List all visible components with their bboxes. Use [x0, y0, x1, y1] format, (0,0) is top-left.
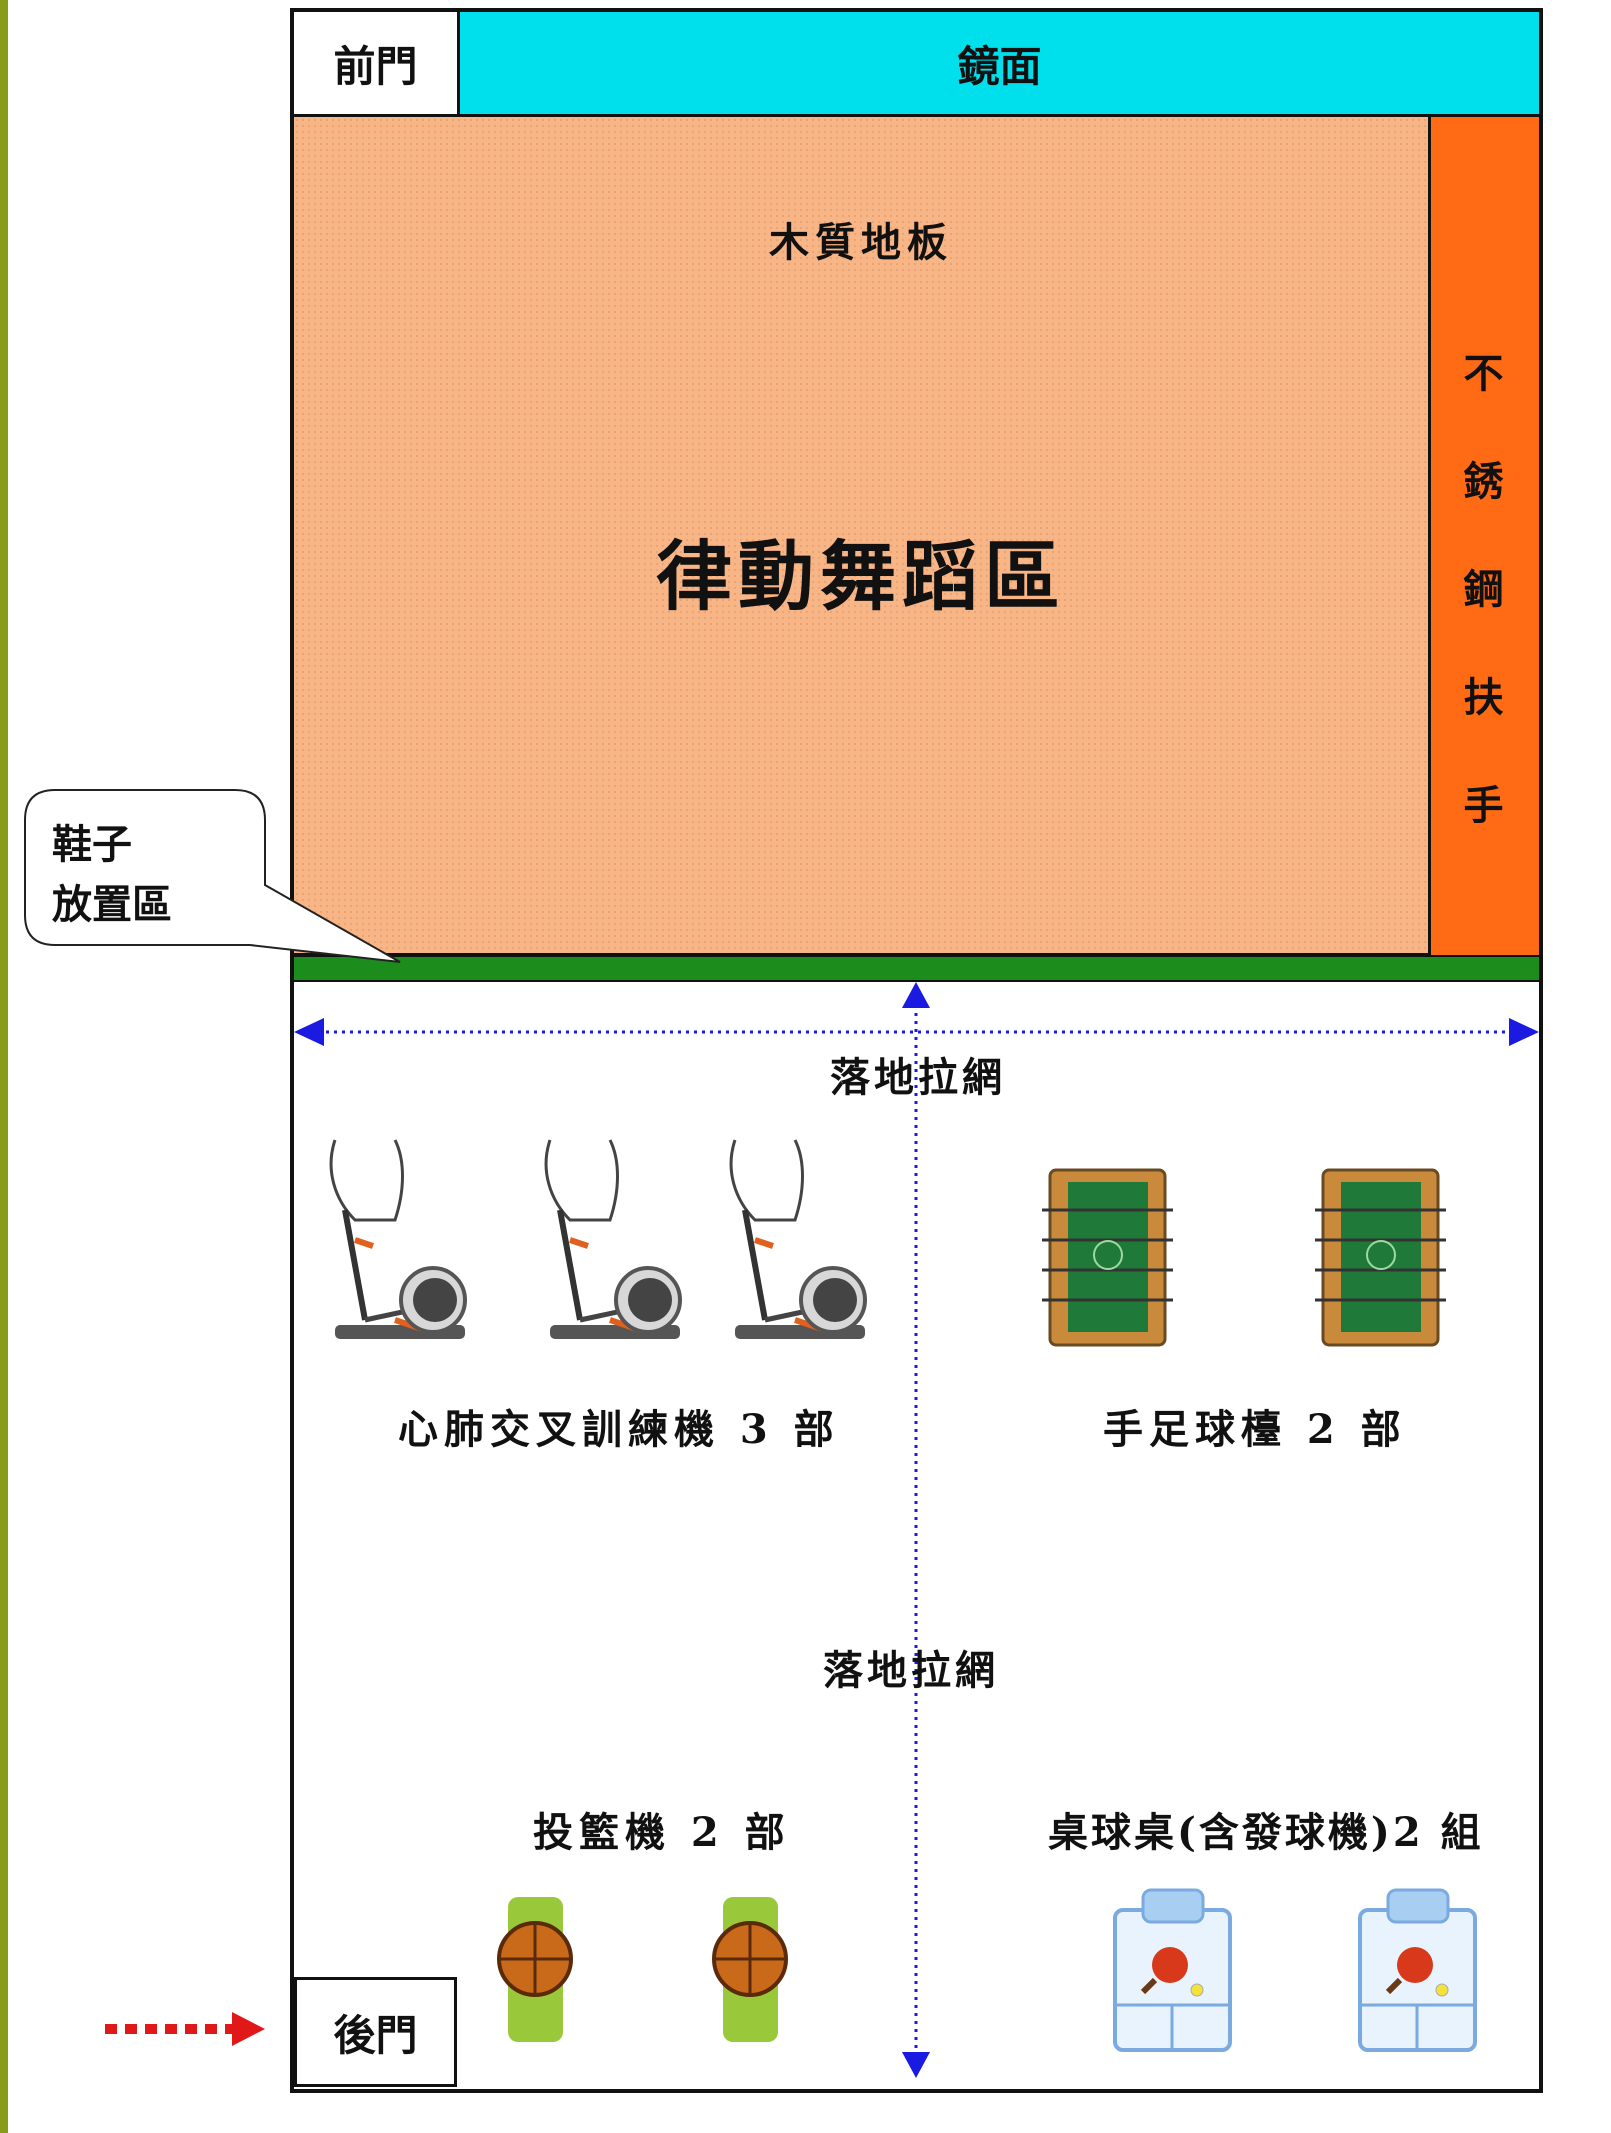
- elliptical-trainer-icon: [544, 1139, 682, 1339]
- handrail-char: 扶: [1463, 674, 1504, 721]
- floor-material-label: 木質地板: [769, 219, 953, 266]
- shoe-area-line1: 鞋子: [52, 821, 132, 868]
- net-label-middle: 落地拉網: [823, 1647, 999, 1694]
- pingpong-label: 桌球桌(含發球機)2 組: [1048, 1809, 1484, 1856]
- elliptical-trainer-icon: [729, 1139, 867, 1339]
- ping-pong-table-icon: [1358, 1888, 1477, 2052]
- net-arrow-up-icon: [902, 982, 930, 1008]
- back-door-label: 後門: [333, 2010, 418, 2060]
- front-door: 前門: [294, 12, 460, 117]
- net-label-top: 落地拉網: [830, 1054, 1006, 1101]
- ping-pong-table-icon: [1113, 1888, 1232, 2052]
- net-arrow-left-icon: [294, 1018, 324, 1046]
- shoe-area-callout: 鞋子 放置區: [52, 815, 252, 935]
- elliptical-label: 心肺交叉訓練機 3 部: [398, 1406, 840, 1453]
- room-outline: [290, 8, 1543, 2093]
- mirror-label: 鏡面: [957, 41, 1042, 91]
- handrail-char: 不: [1463, 350, 1504, 397]
- handrail: [1428, 117, 1539, 955]
- foosball-label: 手足球檯 2 部: [1103, 1406, 1407, 1453]
- entry-arrow-icon: [232, 2012, 265, 2046]
- handrail-char: 銹: [1463, 458, 1504, 505]
- handrail-char: 鋼: [1463, 566, 1504, 613]
- handrail-char: 手: [1463, 782, 1504, 829]
- basketball-machine-icon: [497, 1897, 573, 2042]
- basketball-machine-icon: [712, 1897, 788, 2042]
- net-arrow-down-icon: [902, 2052, 930, 2078]
- foosball-table-icon: [1042, 1168, 1173, 1347]
- elliptical-trainer-icon: [329, 1139, 467, 1339]
- basketball-label: 投籃機 2 部: [533, 1809, 791, 1856]
- shoe-strip: [294, 955, 1539, 982]
- handrail-label: 不 銹 鋼 扶 手: [1428, 320, 1539, 860]
- dance-area-title: 律動舞蹈區: [656, 532, 1066, 621]
- front-door-label: 前門: [333, 41, 418, 91]
- foosball-table-icon: [1315, 1168, 1446, 1347]
- page-left-rule: [0, 0, 8, 2133]
- shoe-callout-bubble: [24, 789, 401, 963]
- back-door: 後門: [294, 1977, 457, 2087]
- mirror-wall: 鏡面: [460, 12, 1539, 117]
- shoe-area-line2: 放置區: [52, 881, 172, 928]
- net-arrow-right-icon: [1509, 1018, 1539, 1046]
- dance-floor-area: [294, 117, 1428, 955]
